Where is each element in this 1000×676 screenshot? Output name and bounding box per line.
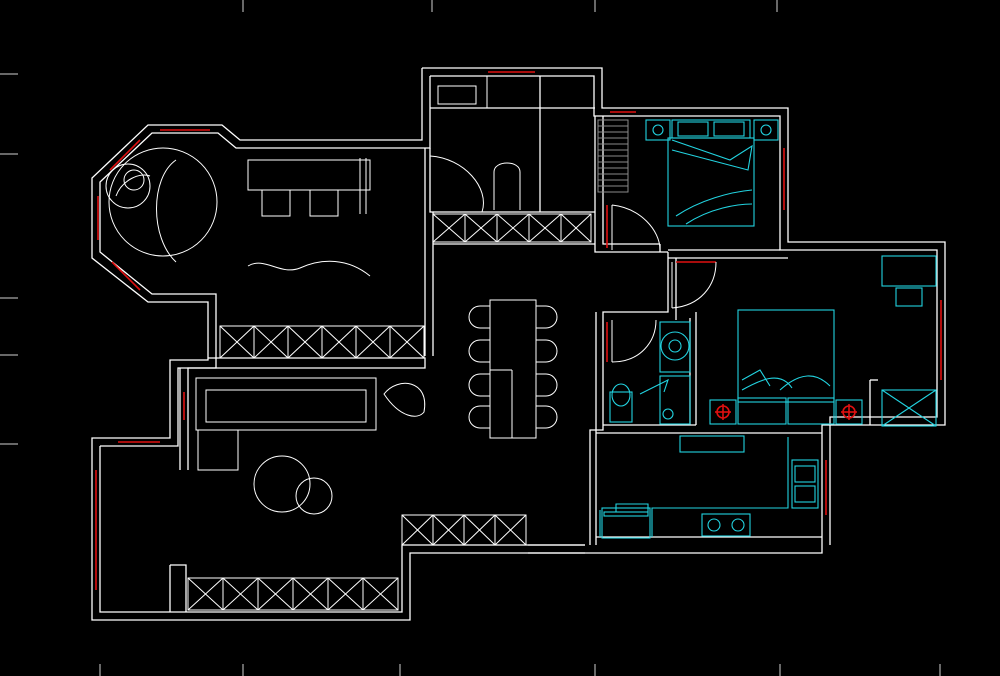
stair-icon	[597, 119, 629, 193]
sofa-icon	[195, 377, 426, 471]
kitchen-counter	[599, 435, 819, 539]
desk-icon	[881, 255, 937, 427]
dining-table-icon	[468, 299, 558, 439]
bed-icon	[709, 309, 863, 425]
study-fixtures	[429, 76, 521, 213]
bed-icon	[645, 119, 779, 227]
round-table-icon	[105, 147, 371, 277]
lamp-icon	[715, 404, 857, 420]
wardrobe-icon	[187, 213, 592, 611]
door-swings	[611, 204, 717, 363]
toilet-icon	[609, 321, 691, 425]
coffee-table-icon	[253, 455, 333, 515]
desk-icon	[247, 158, 371, 217]
sink-icon	[615, 503, 649, 513]
ruler-ticks	[0, 0, 941, 676]
windows	[95, 71, 942, 590]
stove-icon	[701, 513, 751, 537]
